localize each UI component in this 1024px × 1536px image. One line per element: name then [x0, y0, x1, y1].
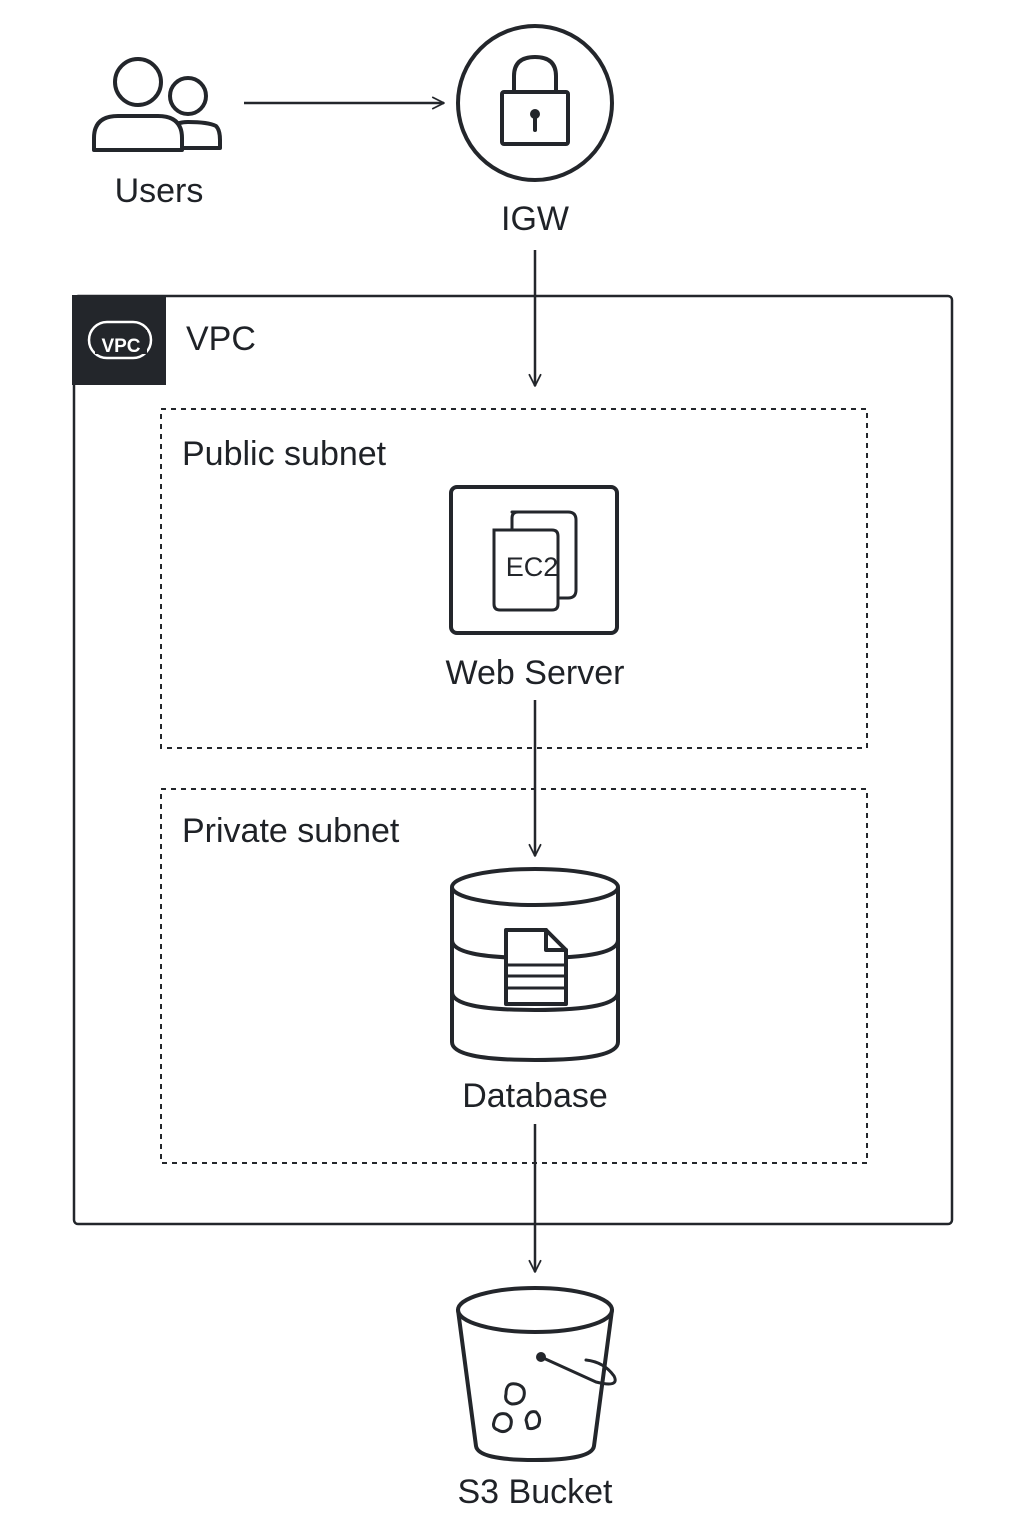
public-subnet-group: Public subnet: [160, 408, 868, 749]
s3-bucket-label: S3 Bucket: [458, 1473, 614, 1511]
vpc-label: VPC: [186, 320, 256, 358]
users-node[interactable]: Users: [92, 57, 222, 210]
database-node[interactable]: Database: [450, 867, 620, 1115]
ec2-icon-text: EC2: [506, 552, 559, 582]
bucket-icon: [456, 1286, 617, 1462]
private-subnet-label: Private subnet: [182, 812, 400, 850]
igw-label: IGW: [501, 200, 569, 238]
vpc-border: [72, 294, 954, 1226]
private-subnet-border: [160, 788, 868, 1164]
public-subnet-border: [160, 408, 868, 749]
private-subnet-group: Private subnet: [160, 788, 868, 1164]
s3-bucket-node[interactable]: S3 Bucket: [456, 1286, 617, 1511]
igw-node[interactable]: IGW: [456, 24, 614, 238]
ec2-icon: EC2: [449, 485, 619, 635]
database-icon: [450, 867, 620, 1062]
web-server-label: Web Server: [446, 654, 625, 692]
vpc-group: VPC VPC: [72, 294, 954, 1226]
vpc-badge-text: VPC: [101, 336, 140, 357]
public-subnet-label: Public subnet: [182, 435, 387, 473]
lock-icon: [456, 24, 614, 182]
web-server-node[interactable]: EC2 Web Server: [446, 485, 625, 692]
users-icon: [92, 57, 222, 152]
database-label: Database: [462, 1077, 608, 1115]
users-label: Users: [115, 172, 204, 210]
vpc-badge: VPC: [72, 295, 166, 385]
